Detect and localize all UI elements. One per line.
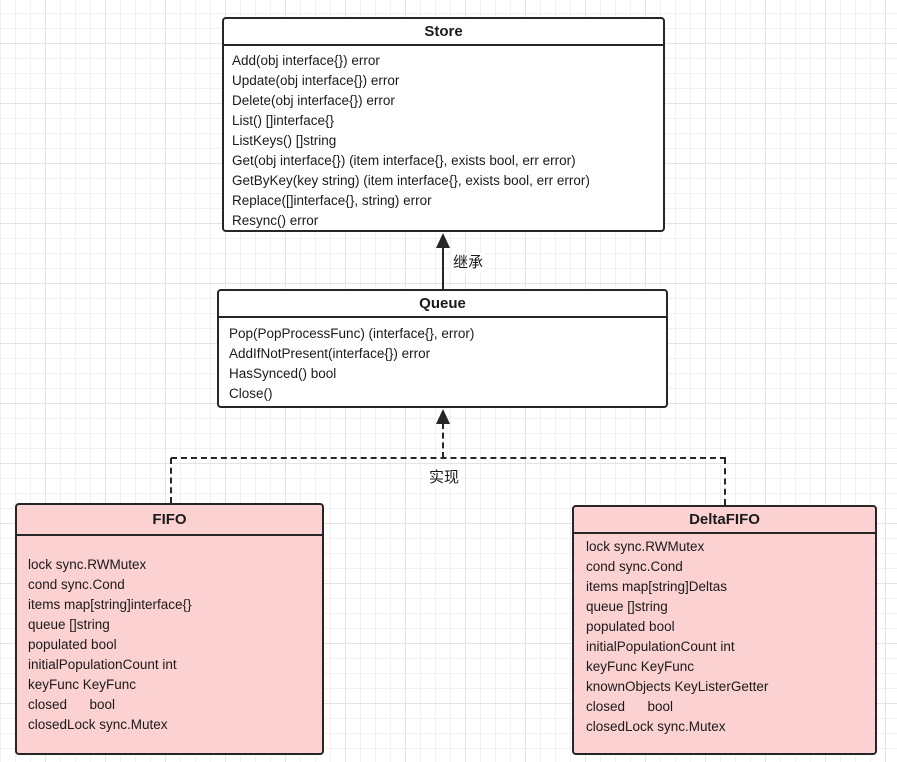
class-box-deltafifo: DeltaFIFO lock sync.RWMutex cond sync.Con… — [572, 505, 877, 755]
implementation-edge-right-branch — [724, 458, 726, 505]
class-title-deltafifo: DeltaFIFO — [574, 507, 875, 534]
class-member: cond sync.Cond — [586, 559, 683, 574]
class-title-store: Store — [224, 19, 663, 46]
class-member: cond sync.Cond — [28, 577, 125, 592]
class-members-deltafifo: lock sync.RWMutex cond sync.Cond items map… — [574, 534, 875, 741]
inheritance-arrowhead-icon — [436, 233, 450, 248]
class-member: Add(obj interface{}) error — [232, 53, 380, 68]
class-member: Pop(PopProcessFunc) (interface{}, error) — [229, 326, 475, 341]
implementation-edge-label: 实现 — [427, 468, 462, 488]
class-member: closed bool — [586, 699, 674, 714]
class-title-fifo: FIFO — [17, 505, 322, 536]
class-member: GetByKey(key string) (item interface{}, … — [232, 173, 590, 188]
class-member: AddIfNotPresent(interface{}) error — [229, 346, 431, 361]
class-member: queue []string — [28, 617, 110, 632]
implementation-arrowhead-icon — [436, 409, 450, 424]
class-members-queue: Pop(PopProcessFunc) (interface{}, error)… — [219, 318, 666, 408]
class-member: items map[string]Deltas — [586, 579, 728, 594]
class-member: initialPopulationCount int — [28, 657, 177, 672]
inheritance-edge-line — [442, 246, 444, 289]
class-member: ListKeys() []string — [232, 133, 337, 148]
class-member: List() []interface{} — [232, 113, 335, 128]
class-member: populated bool — [28, 637, 117, 652]
class-member: lock sync.RWMutex — [28, 557, 147, 572]
class-member: initialPopulationCount int — [586, 639, 735, 654]
class-title-queue: Queue — [219, 291, 666, 318]
class-member: items map[string]interface{} — [28, 597, 192, 612]
class-member: populated bool — [586, 619, 675, 634]
class-member: lock sync.RWMutex — [586, 539, 705, 554]
class-member: closedLock sync.Mutex — [28, 717, 168, 732]
implementation-edge-horizontal — [171, 457, 726, 459]
class-member: keyFunc KeyFunc — [28, 677, 137, 692]
class-box-queue: Queue Pop(PopProcessFunc) (interface{}, … — [217, 289, 668, 408]
class-member: Resync() error — [232, 213, 319, 228]
class-box-fifo: FIFO lock sync.RWMutex cond sync.Cond item… — [15, 503, 324, 755]
class-member: Replace([]interface{}, string) error — [232, 193, 432, 208]
class-member: HasSynced() bool — [229, 366, 337, 381]
class-member: Close() — [229, 386, 273, 401]
class-member: Delete(obj interface{}) error — [232, 93, 395, 108]
class-members-fifo: lock sync.RWMutex cond sync.Cond items map… — [17, 536, 322, 739]
class-member: Get(obj interface{}) (item interface{}, … — [232, 153, 576, 168]
class-member: queue []string — [586, 599, 668, 614]
class-member: closedLock sync.Mutex — [586, 719, 726, 734]
class-member: knownObjects KeyListerGetter — [586, 679, 769, 694]
class-member: closed bool — [28, 697, 116, 712]
implementation-edge-stub — [442, 423, 444, 458]
inheritance-edge-label: 继承 — [451, 253, 486, 273]
implementation-edge-left-branch — [170, 458, 172, 503]
class-member: Update(obj interface{}) error — [232, 73, 400, 88]
class-member: keyFunc KeyFunc — [586, 659, 695, 674]
